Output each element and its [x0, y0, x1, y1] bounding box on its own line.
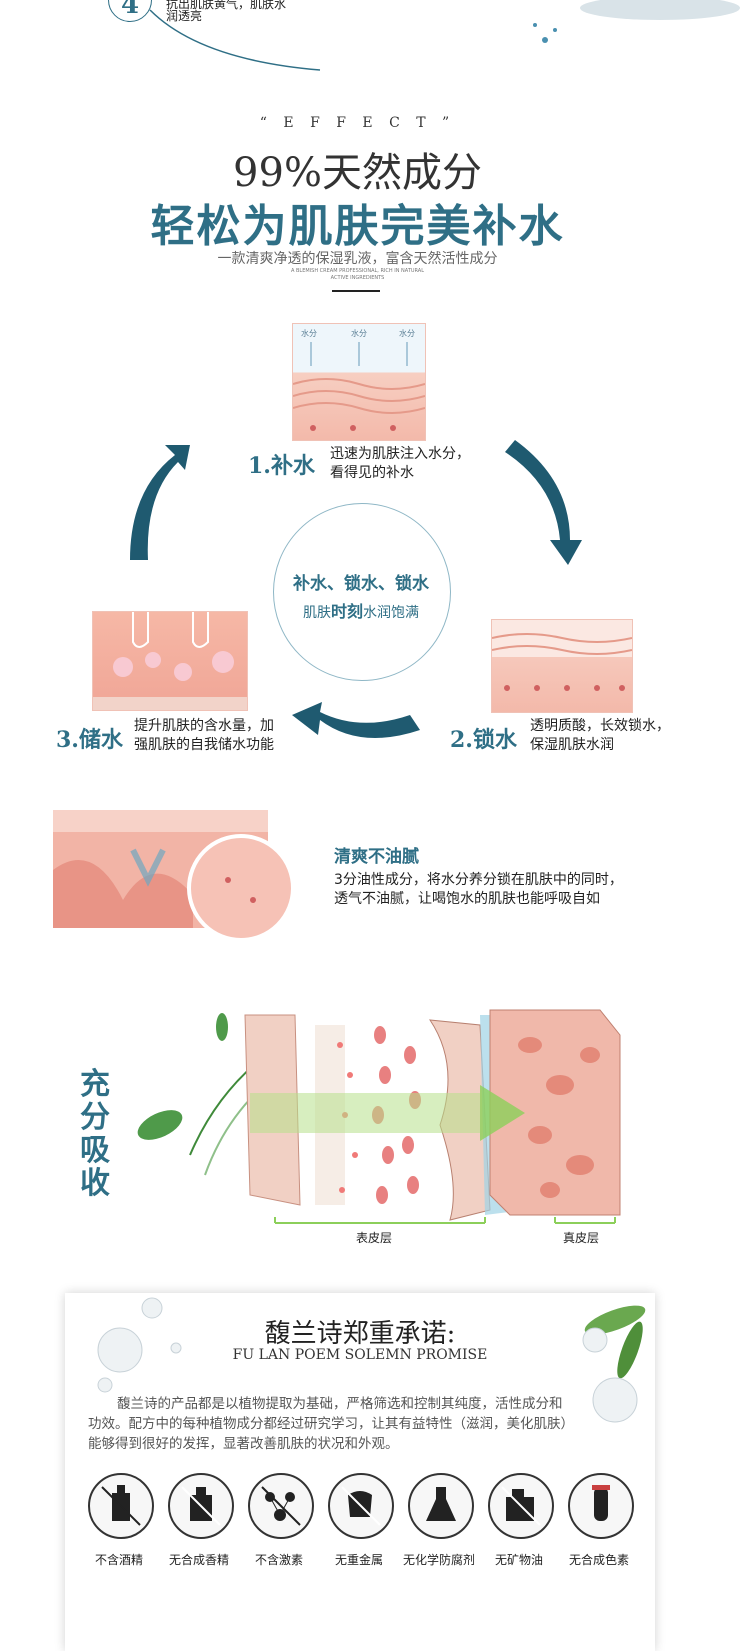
promise-icons-row: 不含酒精 无合成香精 不含激素 无重金属 无化学防腐剂 无矿物油 无合成色素 [74, 1473, 650, 1573]
step3-title: 3.储水 [56, 727, 123, 753]
step3-desc-line2: 强肌肤的自我储水功能 [134, 737, 274, 753]
leaf-icon [617, 1321, 643, 1379]
step1-title: 1.补水 [248, 453, 315, 479]
arrow-down-right-icon [505, 440, 582, 565]
water-droplets-decoration [97, 1297, 182, 1393]
center-line2-prefix: 肌肤 [302, 605, 331, 621]
promise-icon-label: 不含激素 [254, 1553, 303, 1567]
center-line2: 肌肤时刻水润饱满 [273, 598, 449, 622]
center-line1: 补水、锁水、锁水 [293, 574, 429, 594]
center-circle [273, 503, 451, 681]
promise-body-line1: 馥兰诗的产品都是以植物提取为基础，严格筛选和控制其纯度，活性成分和 [117, 1396, 563, 1412]
molecule-icon [248, 1473, 314, 1539]
promise-title: 馥兰诗郑重承诺: [264, 1319, 456, 1349]
label-dermis: 真皮层 [563, 1231, 600, 1245]
fresh-desc-line2: 透气不油腻，让喝饱水的肌肤也能呼吸自如 [334, 891, 600, 907]
effect-subtitle: 一款清爽净透的保湿乳液，富含天然活性成分 [217, 251, 498, 267]
center-line2-mid: 时刻 [330, 602, 363, 621]
promise-icon-label: 无化学防腐剂 [402, 1553, 475, 1567]
metal-icon [328, 1473, 394, 1539]
step3-desc-line1: 提升肌肤的含水量，加 [134, 718, 274, 734]
skin-cross-section-illustration [53, 810, 295, 942]
skin-cells-illustration [292, 342, 426, 431]
divider [332, 290, 380, 292]
skin-pores-illustration [93, 612, 247, 710]
leaf-icon [584, 1305, 646, 1335]
effect-tiny-en: A BLEMISH CREAM PROFESSIONAL, RICH IN NA… [290, 268, 425, 281]
oil-can-icon [488, 1473, 554, 1539]
leaf-icon [137, 1110, 183, 1140]
arrow-left-icon [292, 702, 420, 738]
fresh-title: 清爽不油腻 [334, 847, 419, 867]
promise-icon-label: 无合成香精 [168, 1553, 229, 1567]
label-epidermis: 表皮层 [356, 1231, 393, 1245]
step2-desc-line1: 透明质酸，长效锁水， [530, 718, 670, 734]
top-partial-section: 4 抗出肌肤黄气，肌肤水 润透亮 [0, 0, 750, 80]
absorb-char: 收 [80, 1166, 110, 1201]
absorb-char: 分 [80, 1100, 110, 1135]
alcohol-bottle-icon [88, 1473, 154, 1539]
effect-title: 99%天然成分 [233, 150, 482, 196]
skin-layers-absorption-illustration [137, 1009, 621, 1224]
fresh-skin-image [53, 810, 295, 942]
absorb-vertical-title: 充 分 吸 收 [80, 1068, 112, 1200]
top-text-line1: 抗出肌肤黄气，肌肤水 [166, 0, 287, 11]
leaf-icon [216, 1013, 228, 1041]
step-number: 4 [121, 0, 140, 20]
skin-layers-illustration [491, 633, 633, 691]
arrow-up-left-icon [130, 445, 190, 560]
step2-title: 2.锁水 [450, 727, 517, 753]
step1-desc-line1: 迅速为肌肤注入水分， [330, 446, 470, 462]
promise-icon-label: 无矿物油 [494, 1553, 543, 1567]
step2-desc-line2: 保湿肌肤水润 [530, 737, 614, 753]
absorb-char: 吸 [80, 1133, 110, 1168]
flask-icon [408, 1473, 474, 1539]
leaf-decoration [582, 1305, 646, 1423]
hydrate-skin-image: 水分 水分 水分 [292, 323, 426, 441]
effect-headline: 轻松为肌肤完美补水 [150, 201, 565, 252]
decorative-swoosh [149, 0, 740, 71]
fresh-desc-line1: 3分油性成分，将水分养分锁在肌肤中的同时， [334, 872, 623, 888]
center-line2-suffix: 水润饱满 [363, 605, 419, 621]
promise-subtitle-en: FU LAN POEM SOLEMN PROMISE [232, 1347, 488, 1363]
effect-kicker: “ E F F E C T ” [259, 115, 456, 131]
water-tag: 水分 [351, 329, 367, 338]
promise-panel [65, 1293, 655, 1651]
perfume-bottle-icon [168, 1473, 234, 1539]
promise-icon-label: 无合成色素 [568, 1553, 629, 1567]
promise-body-line2: 功效。配方中的每种植物成分都经过研究学习，让其有益特性（滋润，美化肌肤） [88, 1416, 574, 1432]
top-text-line2: 润透亮 [166, 9, 203, 23]
absorb-char: 充 [80, 1067, 110, 1102]
store-water-skin-image [92, 611, 248, 711]
promise-body-line3: 能够得到很好的发挥，显著改善肌肤的状况和外观。 [88, 1436, 399, 1452]
test-tube-icon [568, 1473, 634, 1539]
promise-icon-label: 不含酒精 [94, 1553, 143, 1567]
water-tag: 水分 [399, 329, 415, 338]
promise-icon-label: 无重金属 [334, 1553, 383, 1567]
cycle-arrows [130, 440, 582, 738]
water-tag: 水分 [301, 329, 317, 338]
lock-water-skin-image [491, 619, 633, 713]
step1-desc-line2: 看得见的补水 [330, 465, 414, 481]
